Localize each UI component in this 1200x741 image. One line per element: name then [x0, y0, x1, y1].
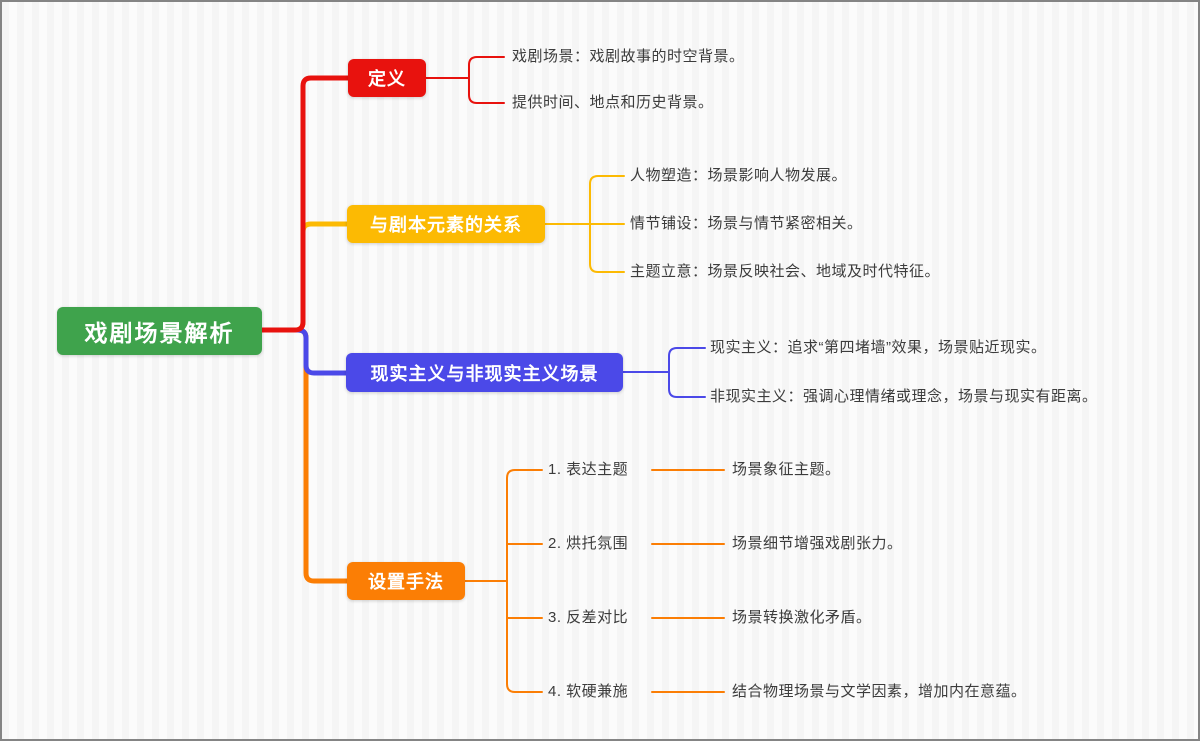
method-item-3[interactable]: 3. 反差对比	[548, 609, 629, 626]
leaf-realism-2[interactable]: 非现实主义：强调心理情绪或理念，场景与现实有距离。	[710, 388, 1098, 405]
leaf-script-1[interactable]: 人物塑造：场景影响人物发展。	[630, 167, 848, 184]
branch-node-definition[interactable]: 定义	[348, 59, 426, 97]
method-item-1[interactable]: 1. 表达主题	[548, 461, 629, 478]
branch-node-script-elements[interactable]: 与剧本元素的关系	[347, 205, 545, 243]
leaf-script-3[interactable]: 主题立意：场景反映社会、地域及时代特征。	[630, 263, 941, 280]
leaf-definition-1[interactable]: 戏剧场景：戏剧故事的时空背景。	[512, 48, 745, 65]
bracket-orange	[464, 469, 725, 693]
method-detail-3[interactable]: 场景转换激化矛盾。	[732, 609, 872, 626]
root-node[interactable]: 戏剧场景解析	[57, 307, 262, 355]
bracket-red	[425, 56, 505, 104]
trunk-red	[259, 75, 351, 333]
leaf-realism-1[interactable]: 现实主义：追求“第四堵墙”效果，场景贴近现实。	[710, 339, 1047, 356]
method-item-4[interactable]: 4. 软硬兼施	[548, 683, 629, 700]
branch-node-realism[interactable]: 现实主义与非现实主义场景	[346, 353, 623, 392]
method-detail-4[interactable]: 结合物理场景与文学因素，增加内在意蕴。	[732, 683, 1027, 700]
leaf-script-2[interactable]: 情节铺设：场景与情节紧密相关。	[630, 215, 863, 232]
leaf-definition-2[interactable]: 提供时间、地点和历史背景。	[512, 94, 714, 111]
branch-node-methods[interactable]: 设置手法	[347, 562, 465, 600]
method-detail-1[interactable]: 场景象征主题。	[732, 461, 841, 478]
trunk-blue	[259, 327, 349, 376]
method-detail-2[interactable]: 场景细节增强戏剧张力。	[732, 535, 903, 552]
method-item-2[interactable]: 2. 烘托氛围	[548, 535, 629, 552]
bracket-yellow	[544, 175, 625, 273]
bracket-blue	[622, 347, 706, 398]
